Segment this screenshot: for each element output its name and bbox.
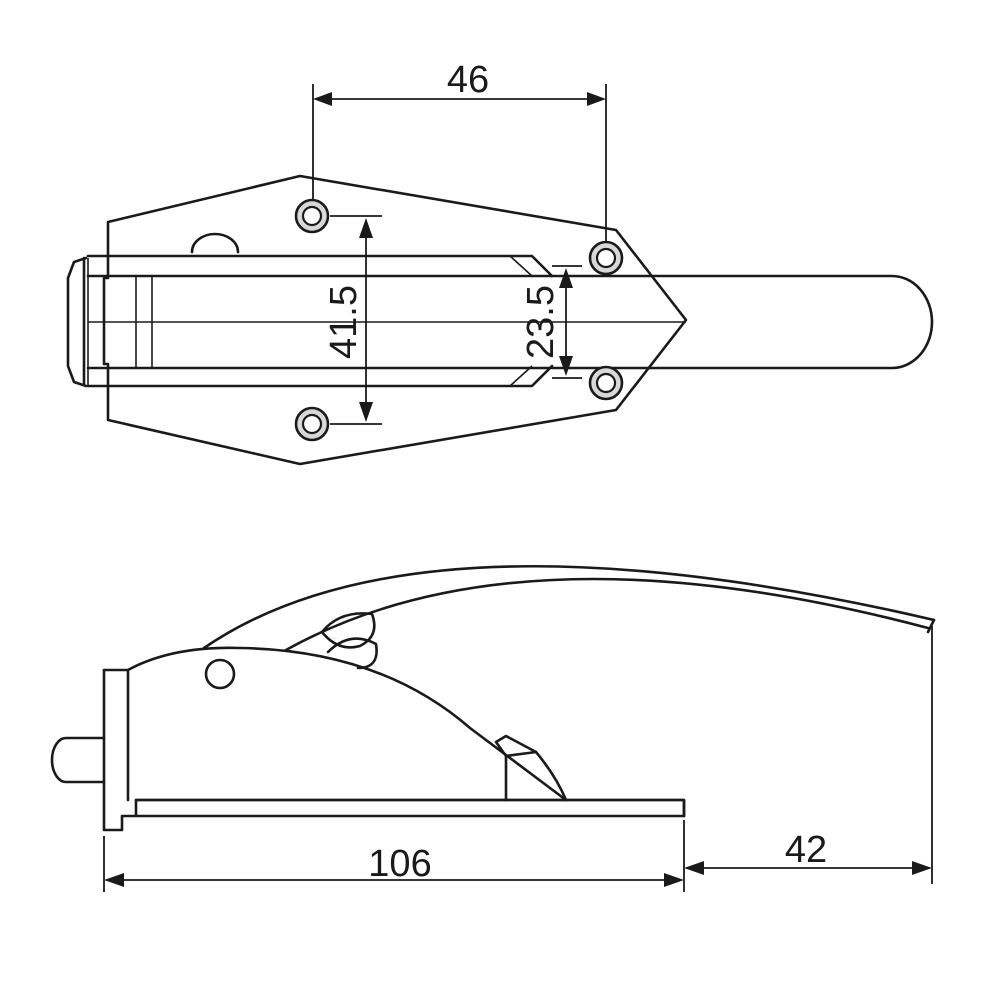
pivot-bump xyxy=(190,232,240,254)
dimension-inner-hole-spacing: 23.5 xyxy=(520,265,582,379)
hole-bottom-right xyxy=(588,365,624,401)
left-end-lines xyxy=(87,258,153,386)
dimension-top-hole-spacing: 46 xyxy=(312,59,607,242)
inner-frame-chamfer xyxy=(509,255,533,387)
top-view: 46 41.5 23.5 xyxy=(66,59,934,466)
hole-bottom-left xyxy=(294,406,330,442)
handle-arc-inner xyxy=(284,577,930,652)
hole-top-left xyxy=(294,198,330,234)
housing-hole xyxy=(204,658,236,690)
dimension-outer-hole-spacing: 41.5 xyxy=(323,215,382,425)
dimension-base-length: 106 xyxy=(103,820,685,892)
base-plate xyxy=(102,668,686,832)
handle-tip xyxy=(926,618,936,634)
dimension-42-label: 42 xyxy=(785,829,827,871)
roller-lower xyxy=(326,637,378,670)
dimension-106-label: 106 xyxy=(368,843,431,885)
latch-housing xyxy=(102,646,568,802)
hole-top-right xyxy=(588,240,624,276)
handle-top-edge xyxy=(86,274,934,370)
left-pin xyxy=(50,736,106,784)
left-end-cap xyxy=(66,256,88,388)
strike-body xyxy=(504,750,568,802)
dimension-46-label: 46 xyxy=(447,59,489,101)
dimension-handle-overhang: 42 xyxy=(684,829,932,875)
mounting-plate-outline xyxy=(102,174,688,466)
inner-frame xyxy=(86,254,554,388)
handle-arc-outer xyxy=(202,565,936,650)
base-plate-top xyxy=(134,798,686,818)
dimension-41-5-label: 41.5 xyxy=(323,285,365,359)
dimension-23-5-label: 23.5 xyxy=(520,285,562,359)
roller-upper xyxy=(320,612,376,649)
side-view: 106 42 xyxy=(50,565,936,892)
